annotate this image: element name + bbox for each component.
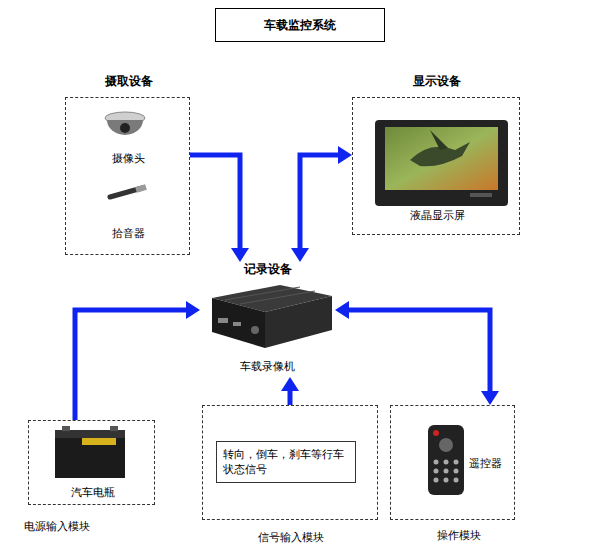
node-label: 操作模块 [401, 528, 516, 543]
battery-illustration [55, 426, 125, 478]
arrow-head [186, 301, 200, 319]
title-text: 车载监控系统 [216, 17, 384, 34]
node-label: 液晶显示屏 [363, 208, 511, 223]
flow-arrow [75, 301, 200, 420]
arrow-head [291, 248, 309, 262]
flow-arrow [291, 146, 352, 262]
module-box: 遥控器操作模块 [390, 405, 515, 520]
node-label: 电源输入模块 [24, 519, 164, 534]
arrow-head [481, 391, 499, 405]
flow-arrow [190, 155, 249, 262]
group-box: 摄取设备摄像头拾音器 [65, 97, 190, 255]
node-label: 信号输入模块 [203, 530, 379, 545]
arrow-head [335, 301, 349, 319]
signal-box: 转向，倒车，刹车等行车状态信号 [216, 441, 356, 483]
group-heading: 记录设备 [200, 262, 335, 277]
arrow-head [281, 377, 299, 391]
group-heading: 显示设备 [353, 74, 521, 89]
group-heading: 摄取设备 [66, 74, 191, 89]
arrow-head [231, 248, 249, 262]
device-item: 摄像头 [76, 106, 181, 172]
group-box: 显示设备液晶显示屏 [352, 97, 520, 235]
remote-illustration [428, 425, 464, 495]
node-label: 拾音器 [76, 226, 181, 241]
node-label: 遥控器 [469, 456, 514, 471]
microphone-illustration [110, 187, 146, 197]
flow-arrow [281, 377, 299, 405]
device-item: 液晶显示屏 [363, 112, 511, 230]
flow-line [190, 155, 240, 250]
node-label: 车载录像机 [200, 359, 335, 374]
recorder-node: 记录设备车载录像机 [200, 262, 335, 377]
camera-illustration [105, 112, 145, 135]
module-box: 信号输入模块转向，倒车，刹车等行车状态信号 [202, 405, 378, 520]
flow-line [288, 389, 293, 405]
flow-line [300, 155, 340, 250]
arrow-head [338, 146, 352, 164]
flow-arrow [335, 301, 499, 405]
device-item: 拾音器 [76, 178, 181, 248]
dvr-illustration [212, 285, 332, 348]
module-box: 汽车电瓶电源输入模块 [28, 420, 155, 505]
node-label: 转向，倒车，刹车等行车状态信号 [223, 447, 351, 477]
flow-line [75, 310, 188, 420]
title-box: 车载监控系统 [215, 8, 385, 42]
node-label: 摄像头 [76, 151, 181, 166]
node-label: 汽车电瓶 [29, 485, 156, 500]
flow-line [347, 310, 490, 393]
lcd-screen-illustration [375, 120, 508, 206]
